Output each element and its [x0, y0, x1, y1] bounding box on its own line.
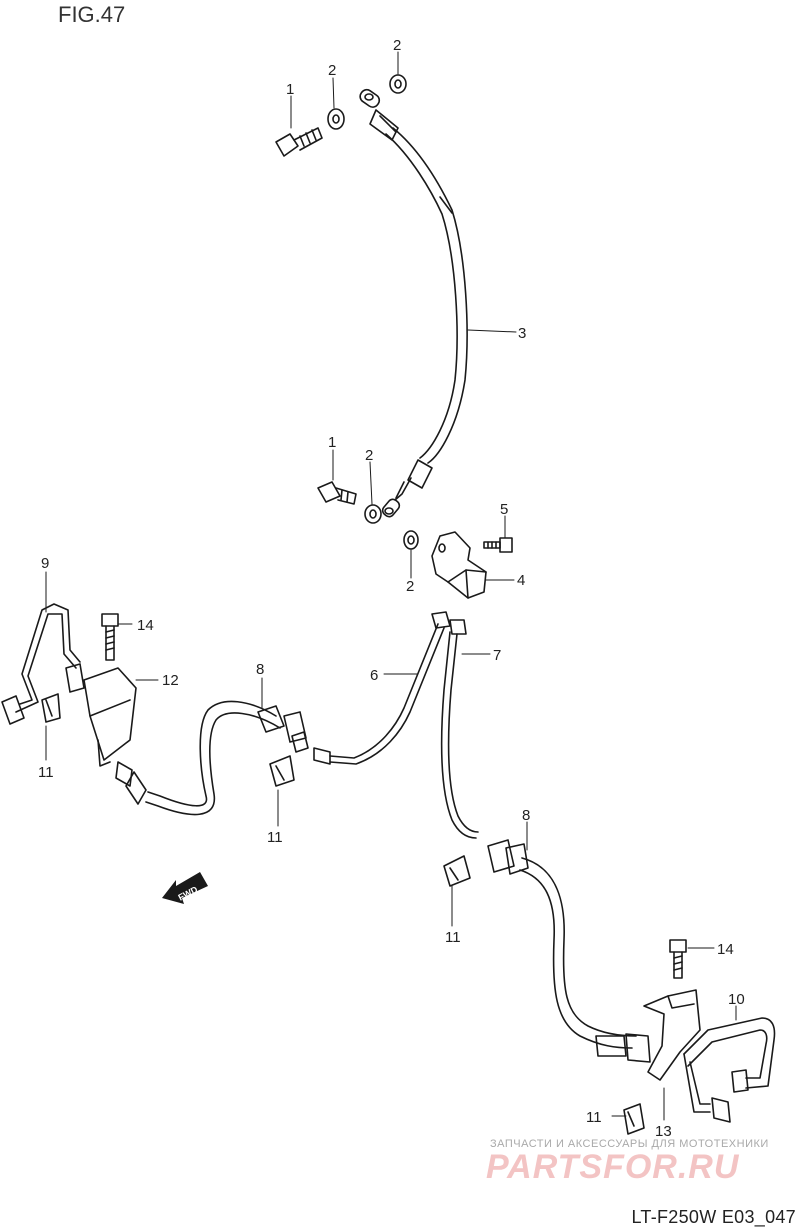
brake-pipe-6 [313, 611, 451, 765]
callout-2-a: 2 [328, 62, 336, 79]
brake-hose-8-left [115, 700, 309, 816]
watermark-logo: PARTSFOR.RU [486, 1148, 740, 1186]
clip-11-b [269, 755, 295, 787]
bolt-14-right [669, 939, 687, 979]
callout-4: 4 [517, 572, 525, 589]
bolt-14-left [101, 613, 119, 661]
callout-11-d: 11 [586, 1109, 602, 1126]
union-bolt-1-lower [317, 481, 357, 505]
callout-11-a: 11 [38, 764, 54, 781]
brake-pipe-9 [1, 603, 85, 725]
callout-3: 3 [518, 325, 526, 342]
brake-pipe-10 [683, 1017, 776, 1123]
callout-7: 7 [493, 647, 501, 664]
callout-9: 9 [41, 555, 49, 572]
callout-6: 6 [370, 667, 378, 684]
washer-2-d [403, 530, 419, 550]
callout-14-left: 14 [137, 617, 154, 634]
callout-12: 12 [162, 672, 179, 689]
washer-2-c [364, 504, 382, 524]
callout-1-lower: 1 [328, 434, 336, 451]
bracket-13 [643, 989, 701, 1081]
leader-lines [45, 51, 737, 1121]
brake-pipe-7 [440, 619, 479, 839]
clip-11-c [443, 855, 471, 887]
callout-10: 10 [728, 991, 745, 1008]
callout-13: 13 [655, 1123, 672, 1140]
figure-title: FIG.47 [58, 2, 126, 27]
callout-2-d: 2 [406, 578, 414, 595]
callout-11-c: 11 [445, 929, 461, 946]
callout-2-b: 2 [393, 37, 401, 54]
callout-8-right: 8 [522, 807, 530, 824]
washer-2-a [327, 108, 345, 130]
bracket-12 [83, 667, 137, 767]
bracket-4 [431, 531, 487, 599]
fwd-direction-arrow: FWD [162, 872, 208, 904]
clip-11-d [623, 1103, 645, 1135]
brake-hose-8-right [487, 839, 651, 1063]
callout-labels: 1 2 2 3 1 2 2 5 4 9 14 12 6 7 8 11 11 8 … [38, 37, 745, 1140]
bolt-5 [483, 537, 513, 553]
figure-code: LT-F250W E03_047 [631, 1207, 796, 1227]
callout-8-left: 8 [256, 661, 264, 678]
callout-1-upper: 1 [286, 81, 294, 98]
union-bolt-1-upper [275, 127, 323, 157]
callout-5: 5 [500, 501, 508, 518]
clip-11-a [41, 693, 61, 723]
callout-2-c: 2 [365, 447, 373, 464]
callout-11-b: 11 [267, 829, 283, 846]
watermark-tagline: ЗАПЧАСТИ И АКСЕССУАРЫ ДЛЯ МОТОТЕХНИКИ [490, 1138, 769, 1150]
brake-hose-3 [359, 88, 468, 518]
washer-2-b [389, 74, 407, 94]
callout-14-right: 14 [717, 941, 734, 958]
